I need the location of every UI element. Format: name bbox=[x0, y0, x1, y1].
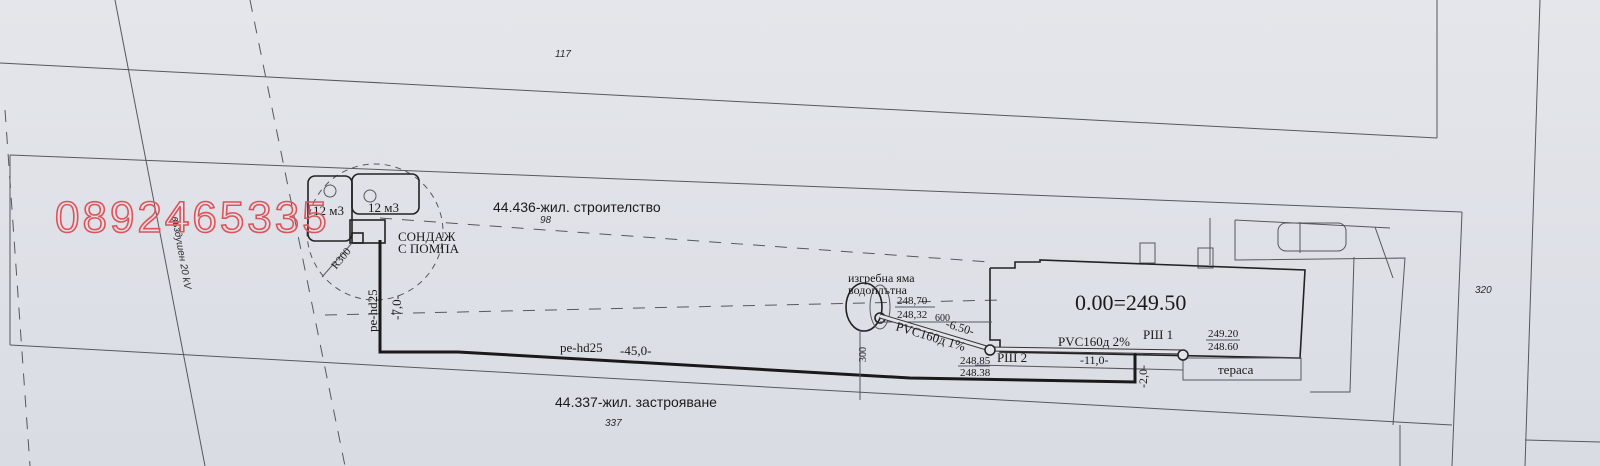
terrace-label: тераса bbox=[1218, 362, 1254, 377]
parcel-337: 337 bbox=[605, 418, 622, 429]
pipe-vertical-label: pe-hd25 bbox=[365, 289, 380, 332]
rsh2-level-bottom: 248.38 bbox=[960, 367, 991, 379]
water-tanks: 12 м3 12 м3 R300 СОНДАЖ С ПОМПА bbox=[306, 163, 460, 301]
yard-outline bbox=[1139, 218, 1406, 426]
dimension-600: 600 bbox=[935, 313, 950, 324]
radius-label: R300 bbox=[329, 245, 354, 271]
borehole-label-2: С ПОМПА bbox=[398, 241, 460, 256]
parcel-320: 320 bbox=[1475, 285, 1492, 296]
pipe-main-length: -45,0- bbox=[620, 343, 651, 358]
rsh2-level-top: 248.85 bbox=[960, 355, 991, 367]
building-level: 0.00=249.50 bbox=[1075, 290, 1186, 315]
pit-level-top: 248,70 bbox=[897, 295, 928, 307]
tank-left-label: 12 м3 bbox=[313, 203, 344, 218]
supply-pipe: pe-hd25 -7,0- pe-hd25 -45,0- -2,0- bbox=[365, 240, 1150, 388]
short-length: -2,0- bbox=[1136, 365, 1150, 388]
tank-right-label: 12 м3 bbox=[368, 200, 399, 215]
pvc2-length: -11,0- bbox=[1080, 353, 1109, 367]
sewage-system: изгребна яма водоплътна 248,70 248,32 60… bbox=[845, 271, 1240, 400]
phone-watermark: 0892465335 bbox=[55, 193, 330, 242]
parcel-98: 98 bbox=[540, 215, 552, 226]
pipe-vertical-length: -7,0- bbox=[389, 295, 404, 320]
dimension-300: 300 bbox=[858, 347, 869, 362]
pit-level-bottom: 248,32 bbox=[897, 309, 927, 321]
middle-plot-label: 44.436-жил. строителство bbox=[493, 199, 661, 215]
parcel-117: 117 bbox=[555, 49, 571, 60]
pit-label-2: водоплътна bbox=[848, 283, 908, 297]
building: 0.00=249.50 тераса bbox=[974, 259, 1306, 381]
pit-label-1: изгребна яма bbox=[848, 271, 915, 285]
rsh1-level-top: 249.20 bbox=[1208, 328, 1239, 340]
borehole-label-1: СОНДАЖ bbox=[398, 229, 456, 244]
bottom-plot-label: 44.337-жил. застрояване bbox=[555, 394, 717, 410]
rsh2-label: РШ 2 bbox=[997, 350, 1027, 365]
pipe-main-label: pe-hd25 bbox=[560, 340, 603, 355]
rsh1-level-bottom: 248.60 bbox=[1208, 341, 1239, 353]
rsh1-label: РШ 1 bbox=[1143, 327, 1173, 342]
pvc2-label: PVC160д 2% bbox=[1058, 334, 1130, 349]
